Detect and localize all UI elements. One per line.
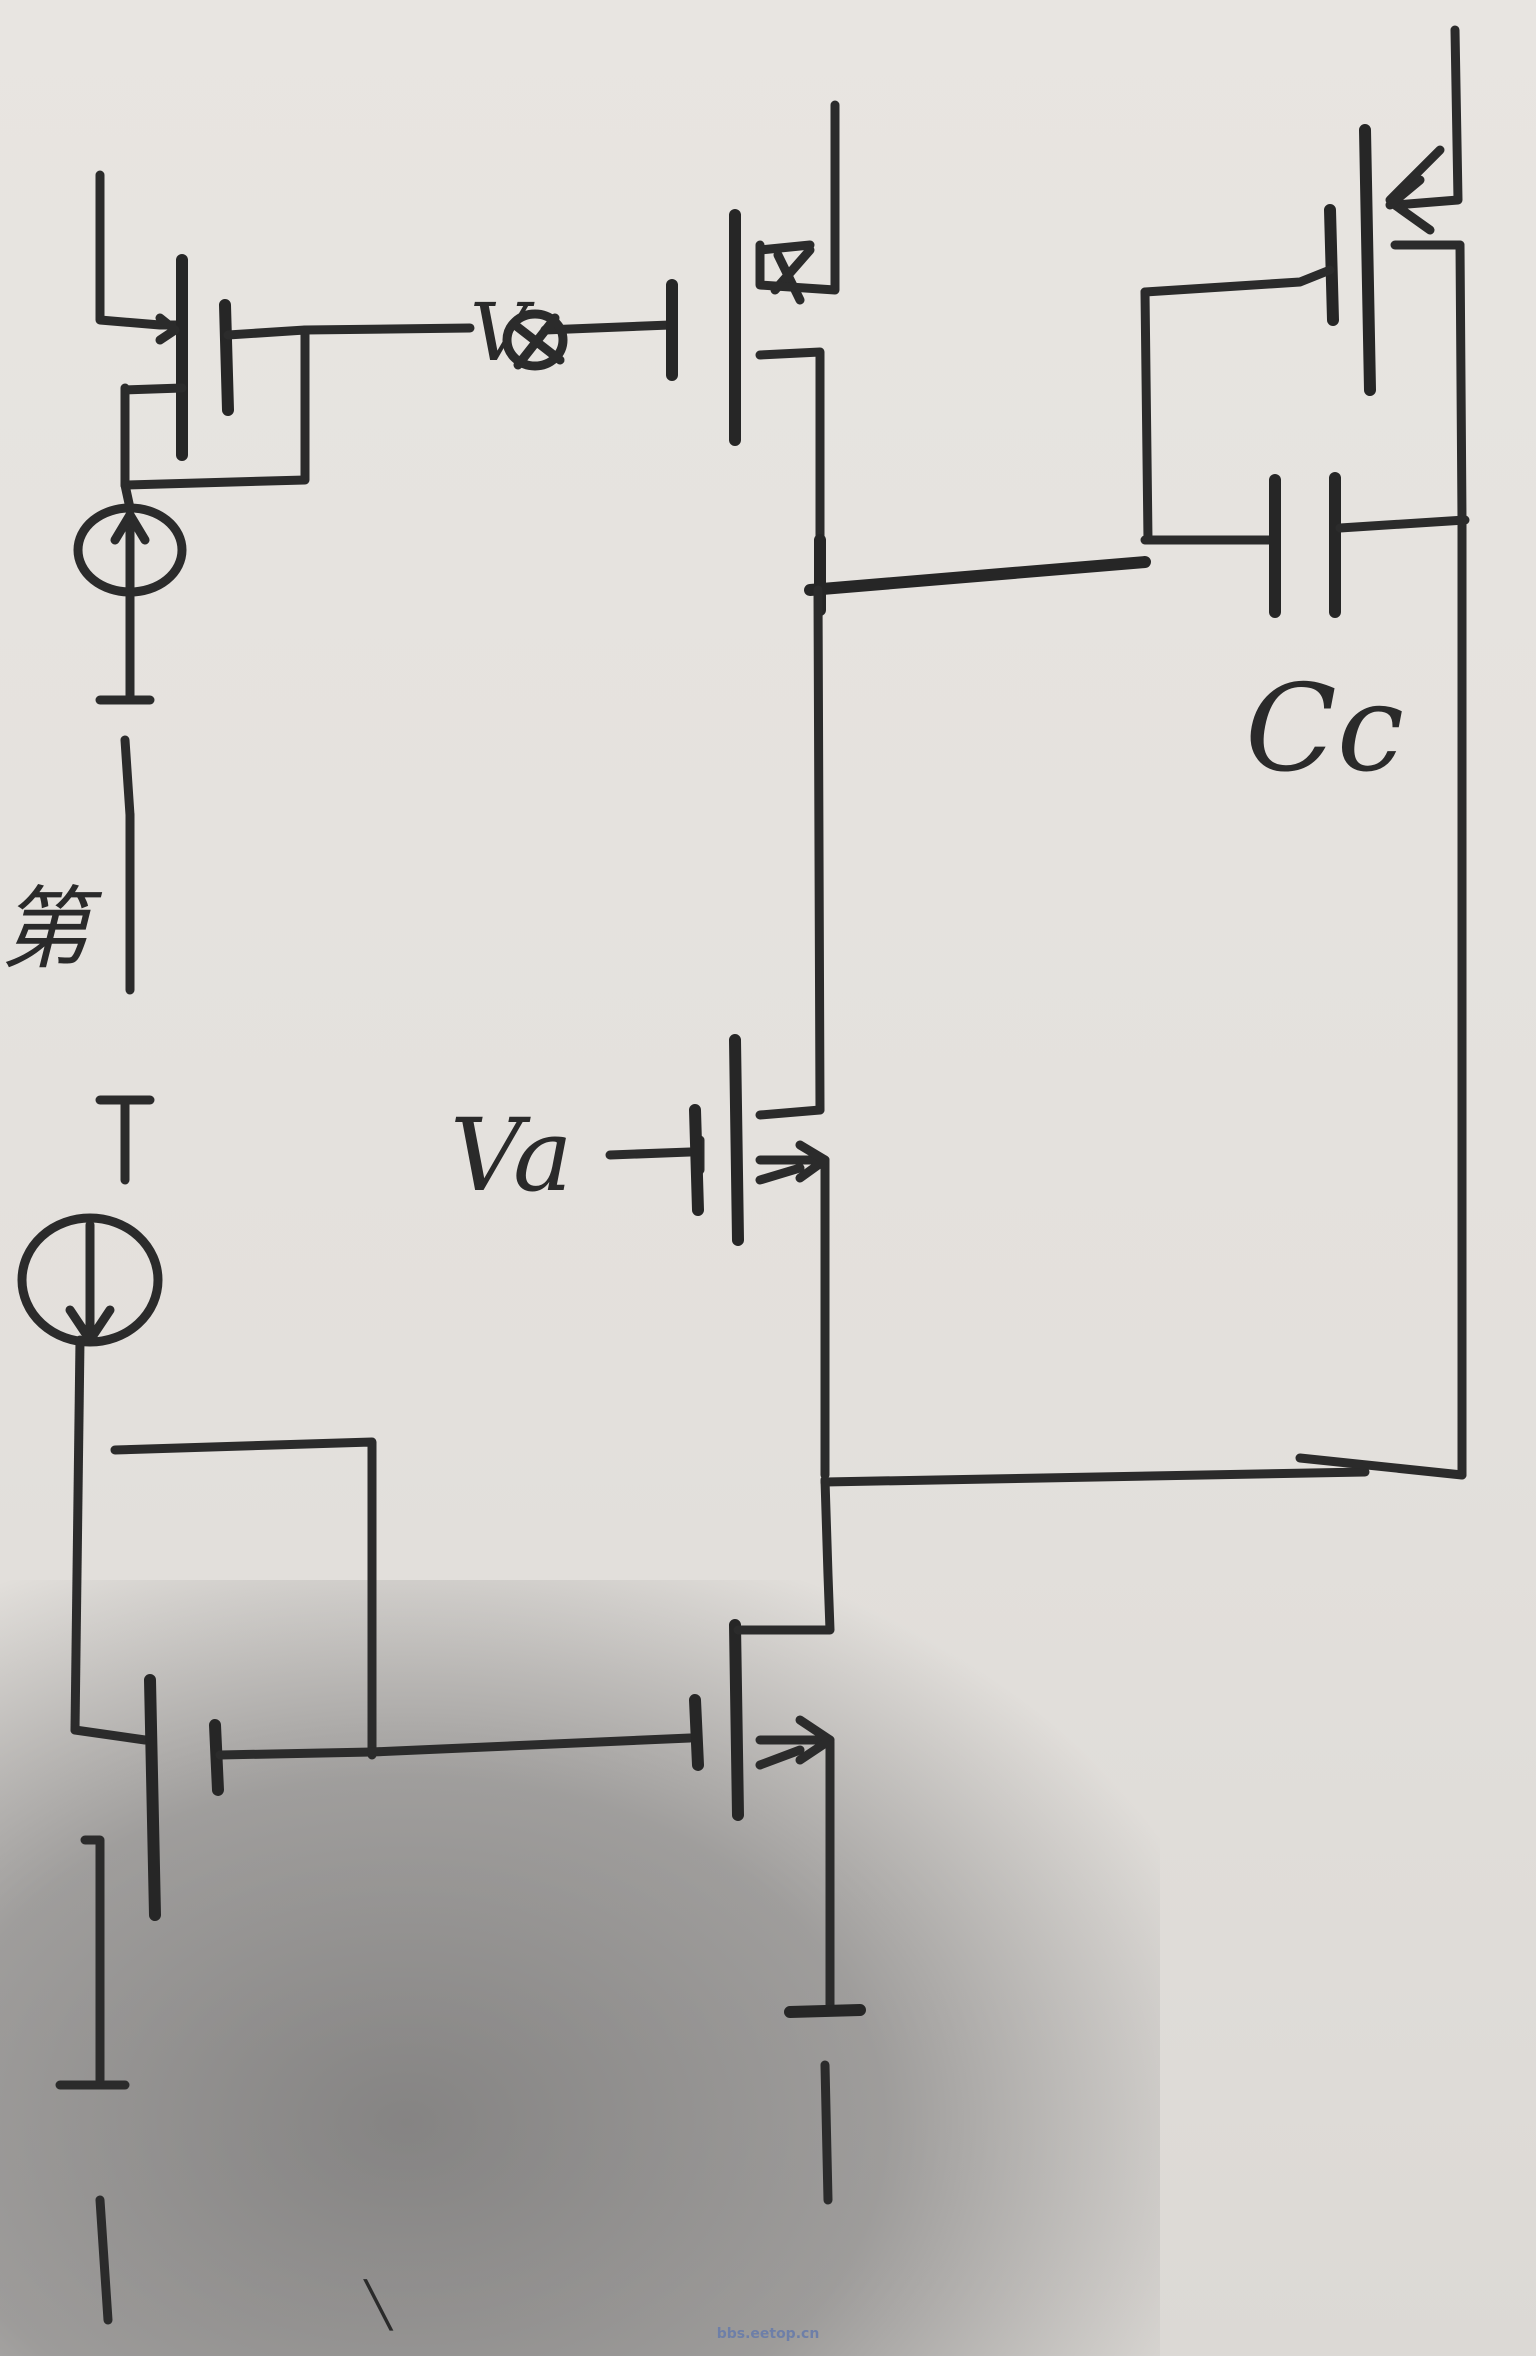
watermark-text: bbs.eetop.cn — [716, 2326, 820, 2342]
pmos-input-transistor — [729, 100, 840, 560]
pmos-bias-transistor — [95, 170, 310, 490]
nmos-cascode-transistor — [605, 585, 830, 1480]
current-source-bottom — [17, 810, 163, 1735]
gate-voltage-scribble — [502, 309, 568, 371]
compensation-capacitor — [1140, 472, 1470, 1480]
output-node-wire — [804, 534, 1151, 616]
nmos-mirror-output — [367, 1475, 866, 2205]
side-mark: 第 — [0, 877, 103, 982]
pmos-output-transistor — [1140, 25, 1467, 545]
feedback-wire — [820, 1453, 1467, 1487]
gate-bias-wire — [300, 279, 678, 381]
nmos-mirror-reference — [55, 1437, 377, 2325]
bottom-mark: ╲ — [363, 2279, 394, 2331]
current-source-top — [73, 480, 187, 820]
cc-label: Cc — [1245, 660, 1404, 799]
va-label: Va — [450, 1097, 573, 1214]
